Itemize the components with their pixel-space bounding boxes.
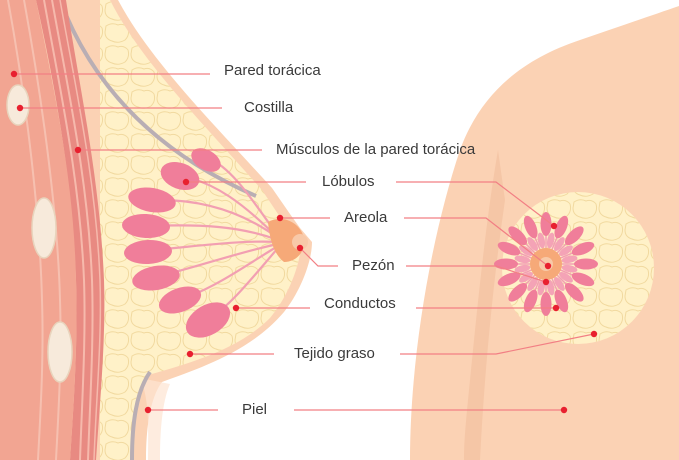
label-lobulos: Lóbulos bbox=[322, 173, 375, 191]
dot-lobulos-front bbox=[551, 223, 557, 229]
label-tejido-graso: Tejido graso bbox=[294, 345, 375, 363]
label-pared-toracica: Pared torácica bbox=[224, 62, 321, 80]
dot-tejido-graso-front bbox=[591, 331, 597, 337]
label-musculos: Músculos de la pared torácica bbox=[276, 141, 475, 159]
front-lobule bbox=[541, 212, 552, 236]
dot-tejido-graso-side bbox=[187, 351, 193, 357]
front-lobule bbox=[574, 259, 598, 270]
front-lobule bbox=[541, 292, 552, 316]
dot-lobulos-side bbox=[183, 179, 189, 185]
label-pezon: Pezón bbox=[352, 257, 395, 275]
label-conductos: Conductos bbox=[324, 295, 396, 313]
dot-areola-side bbox=[277, 215, 283, 221]
label-areola: Areola bbox=[344, 209, 387, 227]
dot-costilla bbox=[17, 105, 23, 111]
front-view bbox=[410, 6, 679, 460]
label-piel: Piel bbox=[242, 401, 267, 419]
dot-piel-side bbox=[145, 407, 151, 413]
label-costilla: Costilla bbox=[244, 99, 293, 117]
dot-musculos bbox=[75, 147, 81, 153]
dot-pezon-side bbox=[297, 245, 303, 251]
dot-pezon-front bbox=[543, 279, 549, 285]
dot-conductos-front bbox=[553, 305, 559, 311]
dot-conductos-side bbox=[233, 305, 239, 311]
dot-areola-front bbox=[545, 263, 551, 269]
dot-pared-toracica bbox=[11, 71, 17, 77]
front-lobule bbox=[494, 259, 518, 270]
dot-piel-front bbox=[561, 407, 567, 413]
